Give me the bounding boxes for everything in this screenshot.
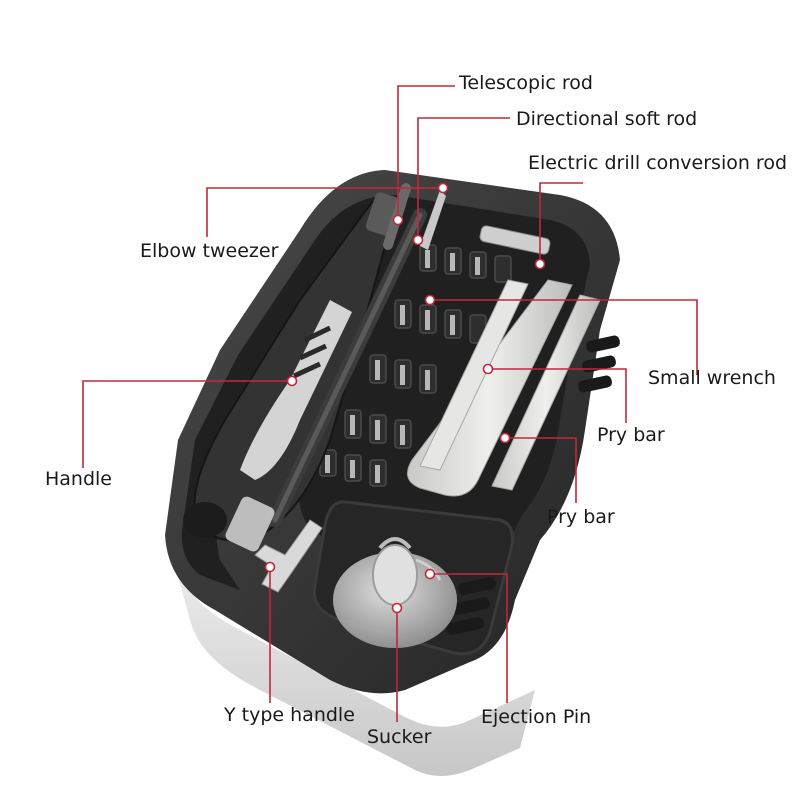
label-telescopic-rod: Telescopic rod [459, 72, 593, 94]
label-y-type-handle: Y type handle [224, 704, 355, 726]
pry-bar-tools [407, 279, 601, 497]
leader-pry-bar-2 [505, 437, 577, 503]
leader-ejection-pin [430, 573, 508, 703]
marker-y-type-handle [264, 561, 276, 573]
elbow-tweezer-tool [420, 190, 446, 250]
leader-directional-soft-rod [417, 117, 510, 240]
leader-telescopic-rod [397, 85, 455, 220]
marker-pry-bar-2 [499, 432, 511, 444]
leader-small-wrench [430, 299, 698, 375]
marker-elbow-tweezer [437, 182, 449, 194]
marker-directional-soft-rod [412, 234, 424, 246]
marker-electric-drill-conversion-rod [534, 258, 546, 270]
marker-dots [264, 182, 546, 614]
leader-pry-bar-1 [488, 368, 627, 423]
handle-tool [183, 192, 407, 542]
drill-conversion-rod-tool [479, 225, 551, 255]
leader-lines [82, 85, 698, 722]
label-sucker: Sucker [367, 726, 432, 748]
leader-electric-drill-conversion-rod [539, 182, 583, 264]
case-base [175, 565, 535, 776]
marker-handle [286, 375, 298, 387]
ejection-pin-tool [415, 558, 442, 581]
y-type-handle-tool [254, 519, 323, 593]
label-small-wrench: Small wrench [648, 367, 776, 389]
directional-soft-rod-tool [225, 208, 427, 552]
leader-handle [82, 380, 292, 468]
label-directional-soft-rod: Directional soft rod [516, 108, 698, 130]
label-pry-bar-1: Pry bar [597, 424, 665, 446]
label-electric-drill-conversion-rod: Electric drill conversion rod [528, 152, 788, 174]
label-ejection-pin: Ejection Pin [481, 706, 592, 728]
marker-ejection-pin [424, 568, 436, 580]
label-elbow-tweezer: Elbow tweezer [140, 240, 279, 262]
leader-elbow-tweezer [206, 187, 443, 237]
marker-pry-bar-1 [482, 363, 494, 375]
screwdriver-bits [325, 250, 480, 483]
label-handle: Handle [45, 468, 113, 490]
marker-small-wrench [424, 294, 436, 306]
marker-sucker [391, 602, 403, 614]
label-pry-bar-2: Pry bar [547, 506, 615, 528]
marker-telescopic-rod [392, 214, 404, 226]
